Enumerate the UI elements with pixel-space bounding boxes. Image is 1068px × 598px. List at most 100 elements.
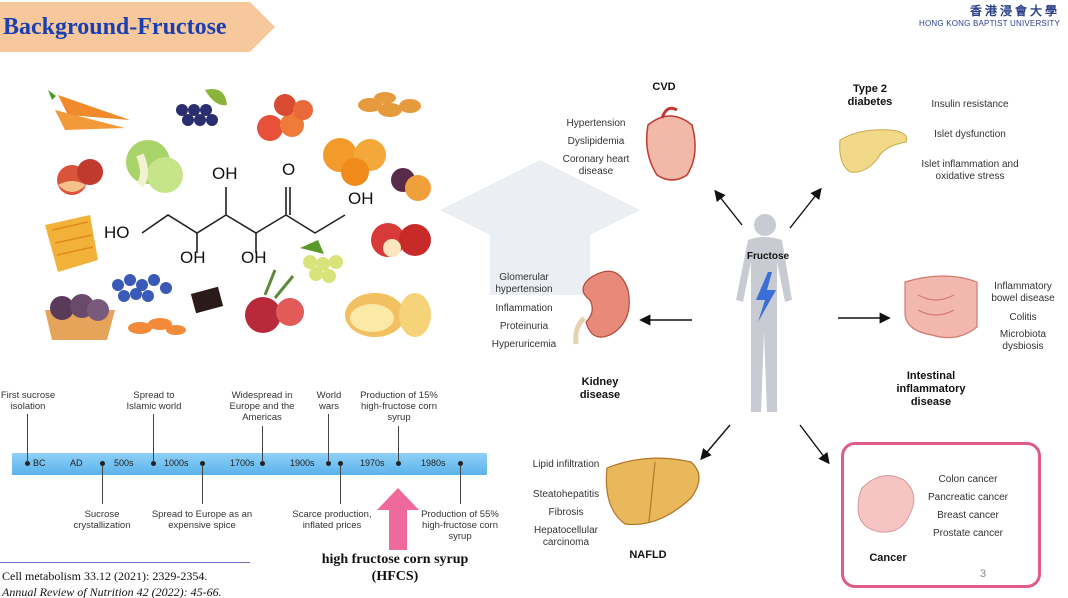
lightning-icon [756, 272, 776, 322]
timeline-tick: 1900s [290, 458, 315, 468]
cvd-item: Hypertension [566, 118, 626, 129]
nafld-item: Hepatocellular carcinoma [534, 525, 598, 548]
timeline-dot [100, 461, 105, 466]
red-apple-icon [371, 223, 431, 257]
kidney-item: Glomerular hypertension [495, 272, 553, 295]
cvd-item: Dyslipidemia [567, 136, 625, 147]
honeycomb-icon [45, 215, 98, 272]
timeline-tick: 1970s [360, 458, 385, 468]
timeline-event: First sucrose isolation [0, 390, 56, 412]
diabetes-title: Type 2 diabetes [847, 83, 893, 108]
timeline-bar [12, 453, 487, 475]
kidney-item: Hyperuricemia [491, 339, 557, 350]
timeline-connector [398, 426, 399, 462]
cancer-item: Breast cancer [937, 510, 999, 521]
timeline-connector [27, 414, 28, 462]
title-banner: Background-Fructose [0, 2, 275, 52]
timeline-connector [460, 466, 461, 504]
hfcs-label: high fructose corn syrup (HFCS) [321, 552, 469, 584]
melon-icon [345, 293, 431, 337]
carrot-icon [48, 90, 130, 130]
kidney-item: Inflammation [495, 303, 553, 314]
chem-label: O [282, 160, 296, 179]
diabetes-item: Insulin resistance [931, 99, 1009, 110]
banner-shape [0, 2, 275, 52]
timeline-event: Production of 55% high-fructose corn syr… [421, 509, 499, 542]
timeline-event: Widespread in Europe and the Americas [229, 390, 295, 423]
chem-label: HO [104, 223, 130, 242]
cvd-item: Coronary heart disease [562, 154, 630, 177]
nafld-item: Steatohepatitis [532, 489, 600, 500]
apricot-icon [128, 318, 186, 335]
cancer-item: Prostate cancer [932, 528, 1004, 539]
university-logo: 香港浸會大學 HONG KONG BAPTIST UNIVERSITY [919, 2, 1060, 28]
timeline-event: Sucrose crystallization [73, 509, 131, 531]
food-illustrations [45, 89, 431, 340]
plum-icon [391, 168, 431, 201]
reference-divider [0, 562, 250, 563]
tumor-icon [857, 475, 915, 533]
intestine-icon [904, 275, 978, 339]
timeline-connector [340, 466, 341, 504]
diabetes-item: Islet inflammation and oxidative stress [921, 159, 1019, 182]
kidney-title: Kidney disease [579, 376, 621, 401]
page-number: 3 [980, 568, 987, 580]
cancer-highlight-box [841, 442, 1041, 588]
intestinal-title: Intestinal inflammatory disease [896, 370, 966, 408]
fructose-structure [141, 187, 346, 253]
timeline-tick: 1980s [421, 458, 446, 468]
blueberries-icon [112, 274, 172, 302]
timeline-dot [200, 461, 205, 466]
chem-label: OH [241, 248, 267, 267]
cvd-title: CVD [652, 81, 676, 93]
timeline-tick: 1700s [230, 458, 255, 468]
cancer-title: Cancer [869, 552, 907, 564]
watermark-icon [440, 160, 640, 295]
orange-icon [323, 138, 386, 186]
timeline-connector [153, 414, 154, 462]
nafld-item: Lipid infiltration [532, 459, 600, 470]
timeline-connector [202, 466, 203, 504]
green-apple-icon [126, 140, 183, 193]
grapes-icon [176, 89, 227, 126]
timeline-tick: 1000s [164, 458, 189, 468]
nuts-icon [358, 92, 421, 117]
timeline-event: Production of 15% high-fructose corn syr… [360, 390, 438, 423]
apple-icon [257, 94, 313, 141]
cancer-item: Pancreatic cancer [927, 492, 1009, 503]
chem-label: OH [212, 164, 238, 183]
fig-icon [45, 294, 115, 340]
fructose-center-label: Fructose [746, 251, 790, 262]
kidney-icon [573, 270, 630, 345]
timeline-dot [151, 461, 156, 466]
timeline-event: Scarce production, inflated prices [292, 509, 372, 531]
pancreas-icon [839, 129, 908, 173]
timeline-event: Spread to Islamic world [126, 390, 182, 412]
timeline-event: Spread to Europe as an expensive spice [151, 509, 253, 531]
timeline-connector [262, 426, 263, 462]
chem-label: OH [348, 189, 374, 208]
timeline-tick: BC [33, 458, 46, 468]
nafld-title: NAFLD [629, 549, 667, 561]
timeline-dot [458, 461, 463, 466]
timeline-tick: 500s [114, 458, 134, 468]
university-name-zh: 香港浸會大學 [969, 4, 1060, 18]
timeline-connector [328, 414, 329, 462]
timeline-dot [396, 461, 401, 466]
timeline-dot [338, 461, 343, 466]
nafld-item: Fibrosis [548, 507, 584, 518]
reference: Annual Review of Nutrition 42 (2022): 45… [2, 585, 222, 598]
timeline-dot [25, 461, 30, 466]
liver-icon [605, 457, 700, 526]
chem-label: OH [180, 248, 206, 267]
timeline-connector [102, 466, 103, 504]
reference: Cell metabolism 33.12 (2021): 2329-2354. [2, 569, 208, 583]
university-name-en: HONG KONG BAPTIST UNIVERSITY [918, 19, 1060, 28]
intestinal-item: Inflammatory bowel disease [991, 281, 1055, 304]
up-arrow-icon [377, 488, 419, 550]
timeline-dot [326, 461, 331, 466]
beet-icon [245, 269, 304, 333]
intestinal-item: Microbiota dysbiosis [999, 329, 1047, 352]
timeline-dot [260, 461, 265, 466]
